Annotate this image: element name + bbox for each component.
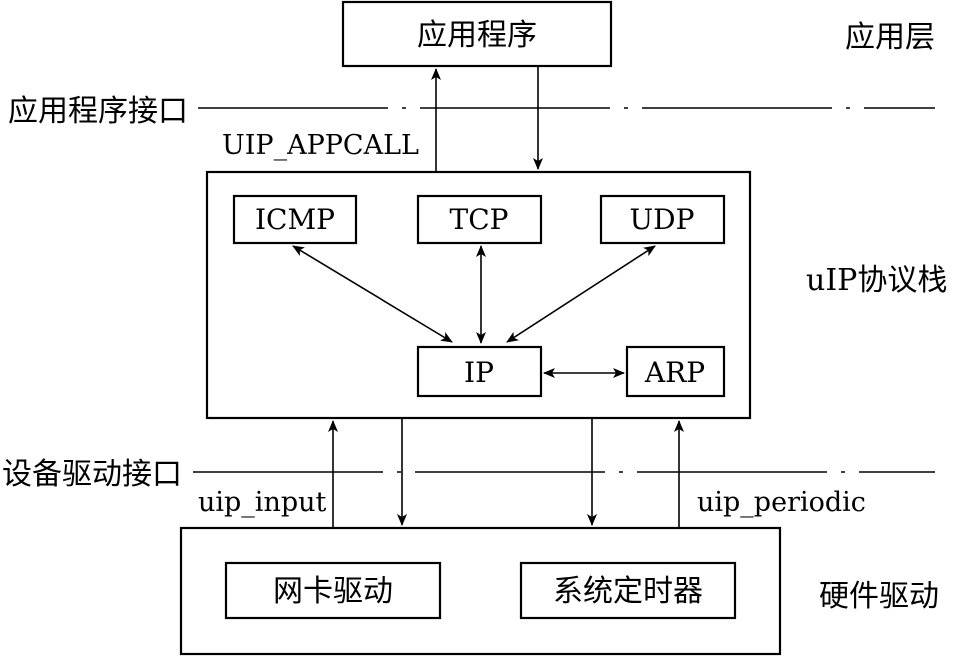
nic-driver-box (224, 561, 442, 620)
icmp-label: ICMP (255, 203, 335, 236)
nic-driver-label: 网卡驱动 (273, 574, 393, 609)
udp-ip-arrow (506, 245, 656, 343)
uip-periodic-label: uip_periodic (697, 487, 866, 518)
ip-box (416, 345, 543, 398)
uip-stack-layer-label: uIP协议栈 (806, 263, 947, 298)
udp-label: UDP (630, 203, 695, 236)
hardware-layer-label: 硬件驱动 (819, 579, 939, 614)
app-interface-label: 应用程序接口 (8, 94, 188, 129)
application-box (341, 0, 613, 68)
system-timer-label: 系统定时器 (553, 574, 703, 609)
device-interface-label: 设备驱动接口 (2, 457, 182, 492)
tcp-label: TCP (450, 203, 509, 236)
ip-label: IP (464, 356, 494, 389)
icmp-box (232, 194, 358, 245)
arp-box (625, 345, 726, 398)
udp-box (599, 194, 726, 245)
uip-input-label: uip_input (198, 487, 327, 518)
system-timer-box (519, 561, 737, 620)
icmp-ip-arrow (292, 245, 453, 343)
uip-appcall-label: UIP_APPCALL (222, 130, 419, 161)
tcp-box (416, 194, 543, 245)
application-layer-label: 应用层 (845, 20, 935, 55)
arp-label: ARP (644, 356, 705, 389)
application-box-label: 应用程序 (417, 18, 537, 53)
